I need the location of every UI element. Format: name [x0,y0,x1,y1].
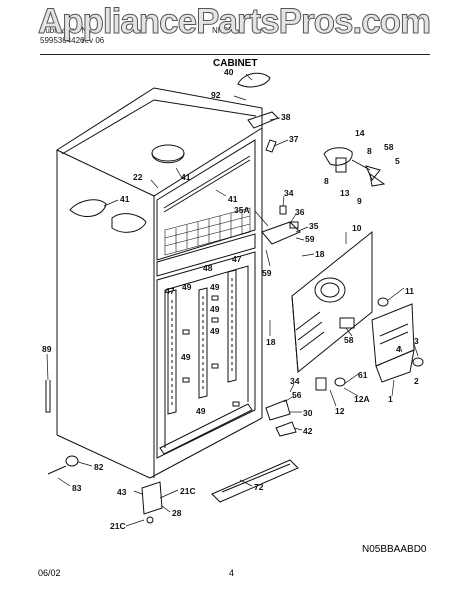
header-rule [40,54,430,55]
cabinet-shell [55,87,263,479]
leveling-roller [47,455,79,475]
callout: 89 [42,344,52,354]
callout: 47 [165,286,175,296]
callout: 61 [358,370,368,380]
light-shield [237,72,271,88]
callout: 40 [224,67,234,77]
callout: 30 [303,408,313,418]
callout: 49 [210,282,220,292]
callout: 8 [324,176,329,186]
callout: 43 [117,487,127,497]
callout: 14 [355,128,365,138]
shelf-ladder-right [227,269,237,383]
callout: 34 [284,188,294,198]
leader-lines [46,73,419,527]
callout: 49 [181,352,191,362]
callout-labels: 40 92 38 37 14 8 58 5 8 13 9 22 41 34 35… [42,67,419,531]
callout: 72 [254,482,264,492]
callout: 18 [266,337,276,347]
diagram-code: N05BBAABD0 [362,544,427,555]
callout: 18 [315,249,325,259]
publication-label: Publication No [40,26,92,35]
callout: 41 [120,194,130,204]
evaporator-cover [291,230,373,373]
callout: 92 [211,90,221,100]
footer-page-number: 4 [229,568,235,578]
callout: 13 [340,188,350,198]
side-light-bracket [69,199,147,233]
callout: 56 [292,390,302,400]
callout: 58 [344,335,354,345]
freezer-fan-assembly [323,147,386,187]
bottom-hinge [141,481,163,524]
callout: 8 [367,146,372,156]
shelf-ladder-center [198,287,208,399]
model-label: NFPF1 [212,26,238,35]
callout: 21C [110,521,126,531]
conduit-tube [265,139,277,153]
footer-date: 06/02 [38,568,61,578]
callout: 9 [357,196,362,206]
revision-label: rev 06 [82,36,105,45]
callout: 12A [354,394,370,404]
freezer-light-cover [151,144,185,164]
drain-pan-parts [265,399,297,437]
callout: 41 [181,172,191,182]
drain-tube [45,380,51,413]
callout: 2 [414,376,419,386]
callout: 49 [210,304,220,314]
freezer-shelf [164,207,251,256]
callout: 41 [228,194,238,204]
callout: 49 [210,326,220,336]
callout: 12 [335,406,345,416]
light-socket-bracket [247,111,279,129]
callout: 36 [295,207,305,217]
callout: 83 [72,483,82,493]
freezer-compartment [156,139,256,261]
callout: 5 [395,156,400,166]
fresh-food-compartment [156,251,256,459]
shelf-clips [182,295,240,407]
callout: 58 [384,142,394,152]
callout: 82 [94,462,104,472]
callout: 22 [133,172,143,182]
callout: 28 [172,508,182,518]
callout: 49 [182,282,192,292]
ice-tray-parts [315,297,424,391]
callout: 59 [305,234,315,244]
damper-control-housing [371,303,415,383]
callout: 3 [414,336,419,346]
callout: 42 [303,426,313,436]
callout: 11 [405,286,414,296]
callout: 37 [289,134,299,144]
shelf-ladder-left [167,289,177,415]
callout: 59 [262,268,272,278]
callout: 47 [232,254,242,264]
callout: 49 [196,406,206,416]
callout: 35 [309,221,319,231]
section-title: CABINET [213,58,258,69]
mullion [156,233,256,277]
callout: 10 [352,223,362,233]
callout: 21C [180,486,196,496]
publication-number: 5995364426 [40,36,85,45]
site-watermark: AppliancePartsPros.com [37,2,431,42]
callout: 35A [234,205,250,215]
callout: 1 [388,394,393,404]
toe-grille [211,459,299,503]
callout: 48 [203,263,213,273]
callout: 4 [396,344,401,354]
callout: 38 [281,112,291,122]
callout: 34 [290,376,300,386]
